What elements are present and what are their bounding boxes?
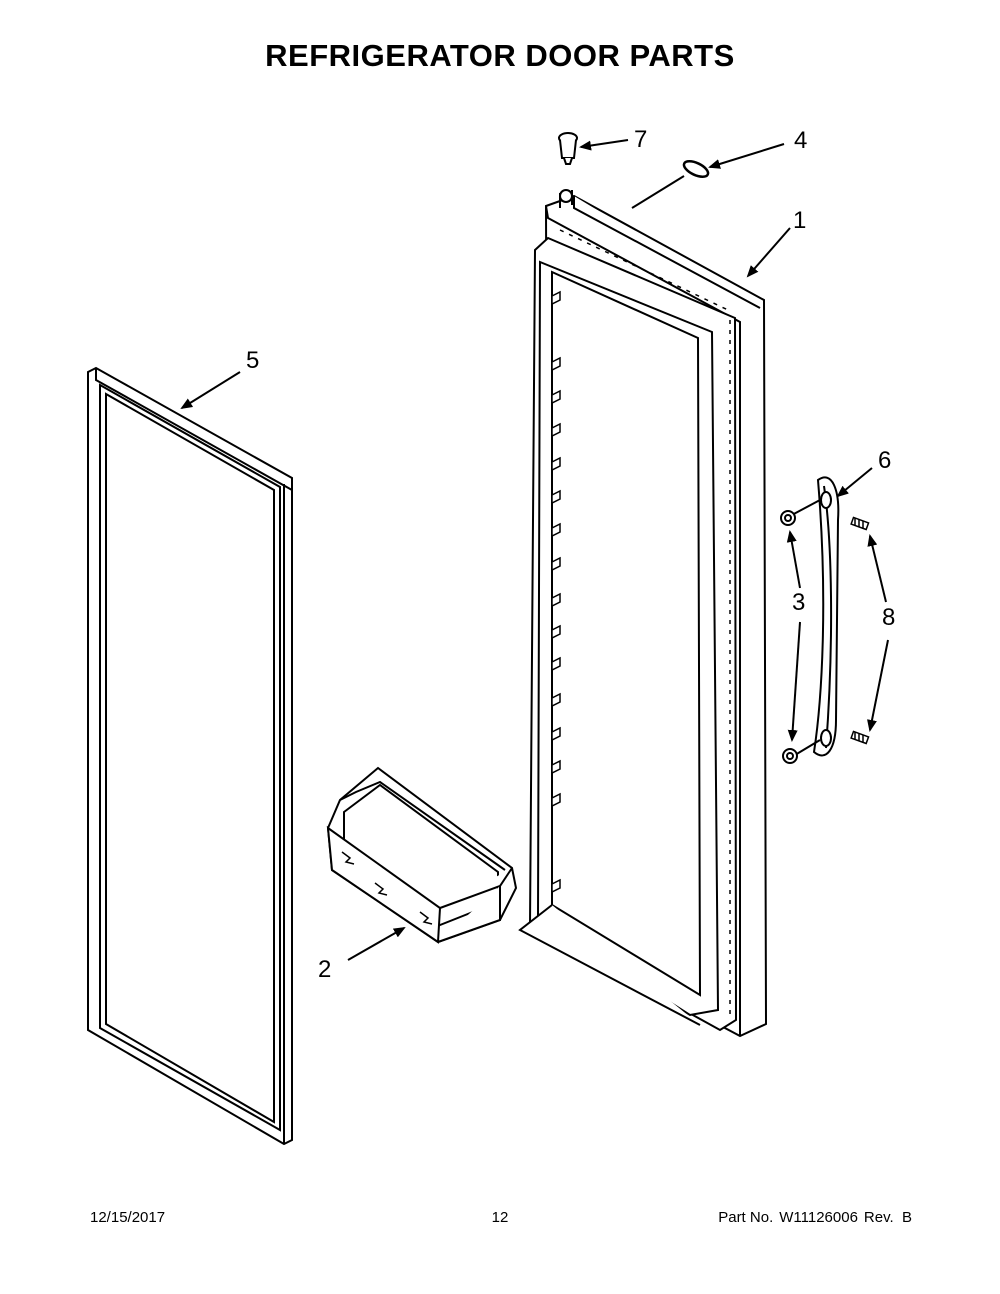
shelf-retainer-clips (551, 290, 561, 894)
door-handle (789, 476, 840, 759)
hinge-bushing (558, 132, 578, 165)
callout-5: 5 (246, 347, 259, 374)
refrigerator-door (518, 189, 768, 1038)
callout-6: 6 (878, 447, 891, 474)
o-ring (682, 160, 710, 178)
handle-mounting-studs (780, 510, 798, 764)
callout-3: 3 (792, 589, 805, 616)
callout-1: 1 (793, 207, 806, 234)
callout-leaders (180, 139, 889, 961)
callout-8: 8 (882, 604, 895, 631)
callout-4: 4 (794, 127, 807, 154)
door-bin (326, 766, 518, 944)
part-number-label: Part No. (718, 1209, 774, 1226)
footer-date: 12/15/2017 (90, 1209, 166, 1226)
footer-part-number: Part No. W11126006 Rev. B (712, 1209, 912, 1226)
callout-7: 7 (634, 126, 647, 153)
revision: Rev. B (863, 1209, 912, 1226)
footer-page-number: 12 (491, 1209, 509, 1226)
part-number-value: W11126006 (779, 1209, 858, 1226)
callout-2: 2 (318, 956, 331, 983)
handle-set-screws (850, 516, 870, 745)
door-gasket (87, 366, 293, 1146)
page-title: REFRIGERATOR DOOR PARTS (265, 38, 735, 73)
